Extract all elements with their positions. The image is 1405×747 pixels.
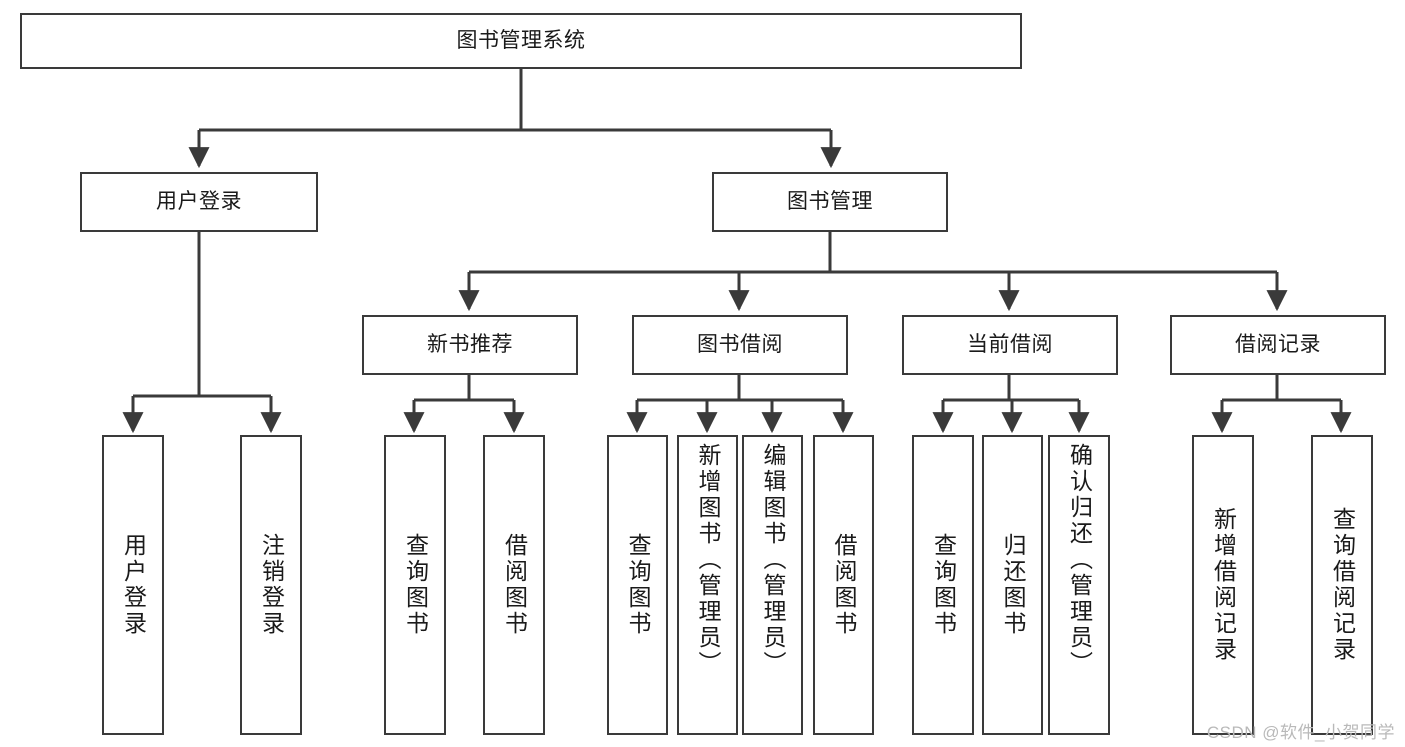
leaf-query-book-borrow-label: 查询图书: [625, 533, 651, 637]
leaf-add-borrow-record[interactable]: 新增借阅记录: [1192, 435, 1254, 735]
leaf-query-book-borrow[interactable]: 查询图书: [607, 435, 668, 735]
node-user-login[interactable]: 用户登录: [80, 172, 318, 232]
leaf-return-book[interactable]: 归还图书: [982, 435, 1043, 735]
leaf-add-borrow-record-label: 新增借阅记录: [1210, 507, 1237, 663]
leaf-logout-label: 注销登录: [258, 533, 285, 637]
node-user-login-label: 用户登录: [156, 189, 242, 213]
leaf-query-book-recommend[interactable]: 查询图书: [384, 435, 446, 735]
node-root[interactable]: 图书管理系统: [20, 13, 1022, 69]
leaf-logout[interactable]: 注销登录: [240, 435, 302, 735]
leaf-query-book-current[interactable]: 查询图书: [912, 435, 974, 735]
leaf-borrow-book-recommend[interactable]: 借阅图书: [483, 435, 545, 735]
node-new-book-recommend[interactable]: 新书推荐: [362, 315, 578, 375]
leaf-query-borrow-record[interactable]: 查询借阅记录: [1311, 435, 1373, 735]
leaf-user-login[interactable]: 用户登录: [102, 435, 164, 735]
leaf-user-login-label: 用户登录: [120, 533, 147, 637]
node-book-management-label: 图书管理: [787, 189, 873, 213]
node-book-borrow-label: 图书借阅: [697, 332, 783, 356]
leaf-add-book-admin-label: 新增图书（管理员）: [695, 443, 721, 677]
node-new-book-recommend-label: 新书推荐: [427, 332, 513, 356]
node-current-borrow[interactable]: 当前借阅: [902, 315, 1118, 375]
watermark: CSDN @软件_小贺同学: [1206, 723, 1395, 742]
leaf-borrow-book-recommend-label: 借阅图书: [501, 533, 528, 637]
leaf-borrow-book-label: 借阅图书: [831, 533, 857, 637]
leaf-return-book-label: 归还图书: [1000, 533, 1026, 637]
node-borrow-record[interactable]: 借阅记录: [1170, 315, 1386, 375]
node-book-management[interactable]: 图书管理: [712, 172, 948, 232]
leaf-add-book-admin[interactable]: 新增图书（管理员）: [677, 435, 738, 735]
leaf-confirm-return-admin-label: 确认归还（管理员）: [1066, 443, 1093, 677]
node-book-borrow[interactable]: 图书借阅: [632, 315, 848, 375]
node-root-label: 图书管理系统: [456, 28, 586, 52]
leaf-query-book-recommend-label: 查询图书: [402, 533, 429, 637]
node-current-borrow-label: 当前借阅: [967, 332, 1053, 356]
leaf-query-borrow-record-label: 查询借阅记录: [1329, 507, 1356, 663]
leaf-borrow-book[interactable]: 借阅图书: [813, 435, 874, 735]
node-borrow-record-label: 借阅记录: [1235, 332, 1321, 356]
leaf-edit-book-admin-label: 编辑图书（管理员）: [760, 443, 786, 677]
leaf-edit-book-admin[interactable]: 编辑图书（管理员）: [742, 435, 803, 735]
leaf-query-book-current-label: 查询图书: [930, 533, 957, 637]
leaf-confirm-return-admin[interactable]: 确认归还（管理员）: [1048, 435, 1110, 735]
